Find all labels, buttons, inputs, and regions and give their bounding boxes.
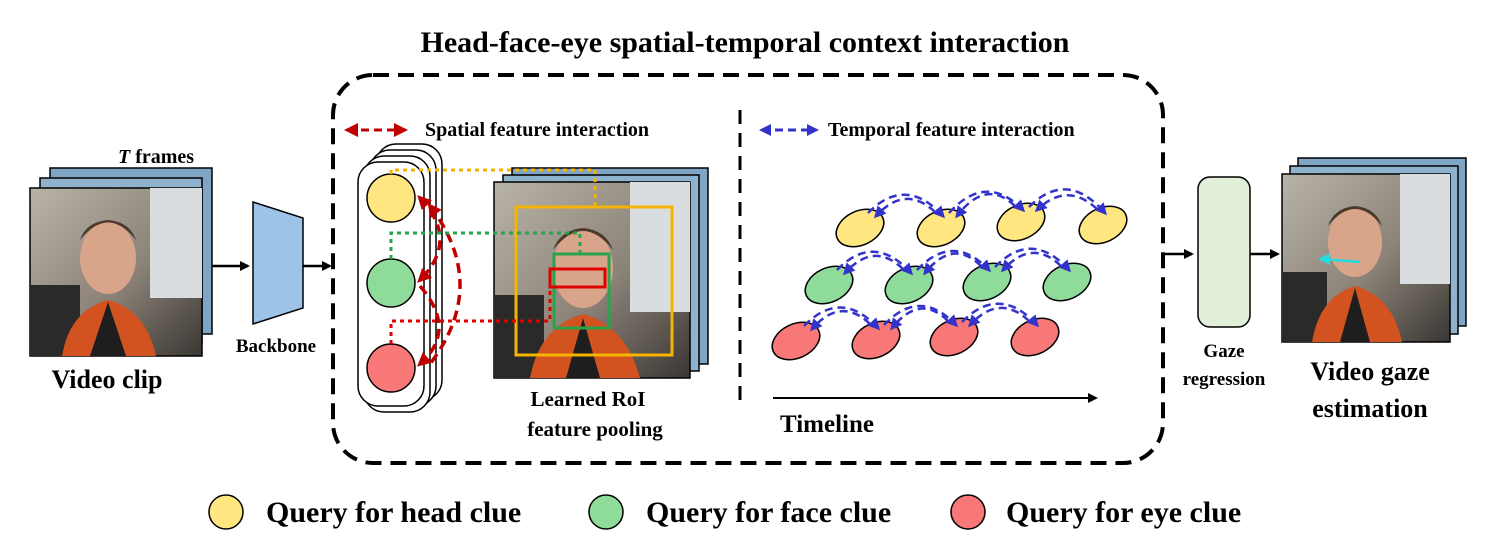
- eye-roi-box: [548, 267, 607, 289]
- head-query-node: [366, 173, 416, 223]
- output-face-image: [1281, 173, 1451, 343]
- eye-temporal-back-arc-3: [967, 306, 1030, 328]
- head-temporal-arc-1: [867, 193, 946, 219]
- frames-label-t: T: [118, 146, 131, 168]
- legend: Query for head clue Query for face clue …: [208, 494, 1241, 530]
- interaction-container: [331, 73, 1165, 465]
- gaze-regression-block: [1197, 176, 1251, 328]
- backbone-label: Backbone: [236, 336, 316, 357]
- face-roi-link: [389, 231, 582, 259]
- input-face-image: [29, 187, 203, 357]
- head-temporal-arc-2: [948, 190, 1026, 214]
- temporal-query-grid: [771, 202, 1128, 361]
- eye-query-node: [366, 343, 416, 393]
- face-query-t4: [1042, 262, 1092, 302]
- svg-text:T frames: T frames: [118, 146, 194, 168]
- head-roi-link: [389, 168, 597, 207]
- eye-temporal-arc-2: [883, 304, 959, 328]
- spatial-interaction-arrows: [417, 195, 462, 367]
- gaze-regression-line1: Gaze: [1203, 341, 1244, 362]
- face-temporal-arc-2: [916, 249, 992, 273]
- face-query-node: [366, 258, 416, 308]
- eye-temporal-arc-1: [803, 306, 881, 331]
- eye-query-t4: [1010, 317, 1060, 357]
- eye-roi-link: [389, 287, 552, 344]
- backbone-block: [252, 200, 304, 326]
- eye-temporal-back-arc-2: [890, 307, 949, 331]
- roi-caption-line1: Learned RoI: [531, 387, 646, 411]
- head-temporal-back-arc-3: [1034, 194, 1098, 213]
- head-query-t1: [835, 208, 885, 248]
- head-roi-box: [514, 205, 674, 357]
- face-temporal-arc-1: [836, 250, 914, 276]
- head-temporal-back-arc-2: [955, 192, 1016, 219]
- spatial-legend-label: Spatial feature interaction: [425, 119, 649, 141]
- diagram-title: Head-face-eye spatial-temporal context i…: [421, 26, 1070, 59]
- head-query-t4: [1078, 205, 1128, 245]
- face-temporal-back-arc-3: [1000, 251, 1062, 273]
- eye-temporal-arc-3: [961, 302, 1040, 328]
- legend-eye-swatch: [950, 494, 986, 530]
- legend-head-swatch: [208, 494, 244, 530]
- legend-face-label: Query for face clue: [646, 496, 891, 529]
- roi-frame-stack: [493, 167, 709, 379]
- output-frame-stack: [1281, 157, 1467, 343]
- legend-head-label: Query for head clue: [266, 496, 521, 529]
- face-temporal-back-arc-1: [842, 254, 904, 276]
- head-temporal-arc-3: [1028, 188, 1107, 216]
- output-caption-line1: Video gaze: [1310, 357, 1430, 386]
- temporal-interaction-arrows: [803, 188, 1107, 332]
- temporal-legend-label: Temporal feature interaction: [828, 119, 1075, 141]
- roi-caption-line2: feature pooling: [527, 417, 663, 441]
- head-query-t3: [996, 202, 1046, 242]
- head-temporal-back-arc-1: [873, 197, 936, 219]
- roi-face-image: [493, 181, 691, 379]
- head-query-t2: [916, 208, 966, 248]
- face-temporal-arc-3: [994, 247, 1072, 273]
- legend-eye-label: Query for eye clue: [1006, 496, 1241, 529]
- input-frame-stack: [29, 167, 213, 357]
- gaze-regression-line2: regression: [1183, 369, 1266, 390]
- output-caption-line2: estimation: [1312, 394, 1428, 423]
- frames-label-rest: frames: [130, 146, 194, 168]
- face-temporal-back-arc-2: [923, 252, 982, 276]
- eye-temporal-back-arc-1: [810, 309, 871, 332]
- video-clip-caption: Video clip: [52, 365, 163, 394]
- legend-face-swatch: [588, 494, 624, 530]
- timeline-label: Timeline: [780, 411, 874, 438]
- eye-query-t3: [929, 317, 979, 357]
